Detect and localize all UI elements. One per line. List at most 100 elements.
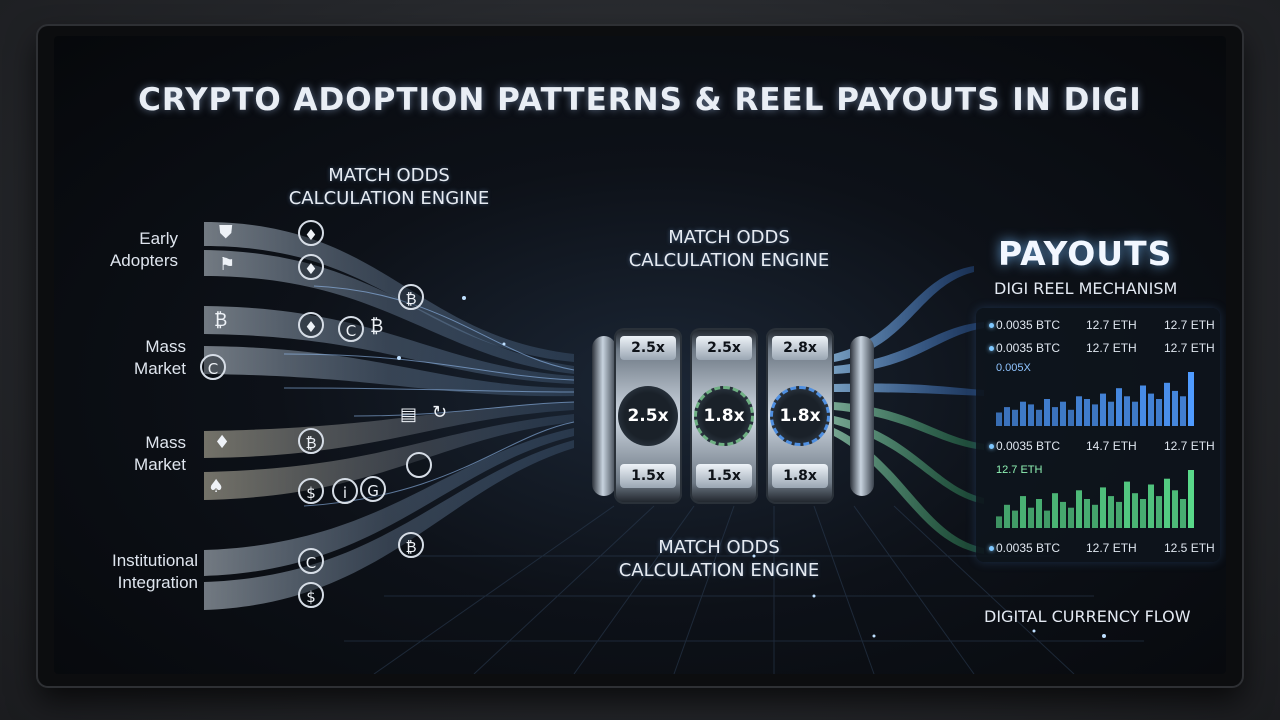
bar-mark [1028,404,1034,426]
coin-icon: i [332,478,358,504]
reel-drum-1: 2.5x 2.5x 1.5x [614,328,682,504]
eth-icon: ♦ [298,220,324,246]
chart1-label: 0.005X [996,362,1031,374]
bar-mark [1116,501,1122,528]
segment-line: Mass [145,337,186,356]
payout-row: 0.0035 BTC 12.7 ETH 12.7 ETH [989,341,1216,359]
payout-eth: 12.7 ETH [1086,318,1137,332]
reel-left-cap [592,336,616,496]
bar-mark [1124,396,1130,426]
bar-mark [1044,510,1050,528]
bar-mark [1012,510,1018,528]
coin-c-icon: C [298,548,324,574]
bar-mark [1164,478,1170,528]
payouts-title: PAYOUTS [998,234,1173,273]
engine-caption-top-left: MATCH ODDS CALCULATION ENGINE [269,164,509,210]
digital-currency-flow-label: DIGITAL CURRENCY FLOW [984,607,1191,626]
segment-institutional-integration: Institutional Integration [74,550,198,594]
page-title: CRYPTO ADOPTION PATTERNS & REEL PAYOUTS … [138,82,1142,118]
bar-mark [1084,399,1090,426]
segment-mass-market-2: Mass Market [94,432,186,476]
payout-btc: 0.0035 BTC [996,439,1061,453]
bar-mark [1076,396,1082,426]
segment-line: Market [134,359,186,378]
drum-top-value: 2.5x [696,336,752,360]
coin-c-icon: C [338,316,364,342]
bar-mark [1164,382,1170,426]
segment-early-adopters: Early Adopters [94,228,178,272]
chart2-label: 12.7 ETH [996,464,1043,476]
caption-line: CALCULATION ENGINE [628,250,830,271]
bar-mark [1100,487,1106,528]
bar-mark [1076,490,1082,528]
drum-center-value: 1.8x [703,406,745,426]
payout-row: 0.0035 BTC 14.7 ETH 12.7 ETH [989,439,1216,457]
engine-caption-center-bottom: MATCH ODDS CALCULATION ENGINE [584,536,854,582]
bar-mark [1132,401,1138,426]
dollar-icon: $ [298,582,324,608]
bar-mark [1116,388,1122,426]
coin-icon: ♠ [208,476,225,497]
bar-mark [1108,401,1114,426]
payout-eth: 12.7 ETH [1164,318,1215,332]
flag-icon: ⚑ [219,254,236,275]
drum-bottom-value: 1.5x [620,464,676,488]
payout-row: 0.0035 BTC 12.7 ETH 12.7 ETH [989,318,1216,336]
coin-g-icon: G [360,476,386,502]
payout-eth: 12.7 ETH [1164,341,1215,355]
payout-bars-blue [996,372,1194,426]
payout-eth: 12.7 ETH [1164,439,1215,453]
bar-mark [1172,490,1178,528]
btc-icon: ₿ [398,284,424,310]
bar-mark [1060,401,1066,426]
eth-icon: ♦ [214,432,231,453]
row-dot [989,346,994,351]
bar-mark [1052,493,1058,528]
drum-bottom-value: 1.5x [696,464,752,488]
bar-mark [1084,499,1090,528]
bar-mark [1036,409,1042,426]
row-dot [989,546,994,551]
refresh-icon: ↻ [432,402,448,423]
drum-top-value: 2.8x [772,336,828,360]
bar-mark [1052,407,1058,426]
monitor-frame: CRYPTO ADOPTION PATTERNS & REEL PAYOUTS … [38,26,1242,686]
btc-icon: ₿ [298,428,324,454]
bar-mark [1148,484,1154,528]
bar-mark [996,412,1002,426]
bar-mark [1172,390,1178,426]
btc-icon: ₿ [398,532,424,558]
bar-mark [1068,409,1074,426]
payout-btc: 0.0035 BTC [996,318,1061,332]
bar-mark [1108,496,1114,528]
payout-bars-green [996,470,1194,528]
bar-mark [1020,496,1026,528]
reel-mechanism: 2.5x 2.5x 1.5x 2.5x 1.8x 1.5x 2.8x 1.8x … [592,328,874,504]
bar-mark [996,516,1002,528]
bar-mark [1020,401,1026,426]
bar-mark [1140,499,1146,528]
bar-mark [1180,396,1186,426]
payout-eth: 12.7 ETH [1086,341,1137,355]
bar-mark [1036,499,1042,528]
caption-line: CALCULATION ENGINE [288,188,490,209]
dollar-icon: $ [298,478,324,504]
gear-icon: 1.8x [770,386,830,446]
bar-mark [1012,409,1018,426]
bar-mark [1068,507,1074,528]
bar-mark [1060,501,1066,528]
bar-mark [1132,493,1138,528]
bar-mark [1044,399,1050,426]
bar-mark [1004,407,1010,426]
bar-mark [1156,399,1162,426]
drum-center-value: 2.5x [618,386,678,446]
reel-drum-2: 2.5x 1.8x 1.5x [690,328,758,504]
bar-mark [1100,393,1106,426]
flow-streams [204,222,1144,674]
segment-line: Mass [145,433,186,452]
bar-mark [1092,504,1098,528]
bar-mark [1092,404,1098,426]
segment-line: Market [134,455,186,474]
chat-icon: ▤ [400,404,418,425]
payouts-subtitle: DIGI REEL MECHANISM [994,279,1178,298]
